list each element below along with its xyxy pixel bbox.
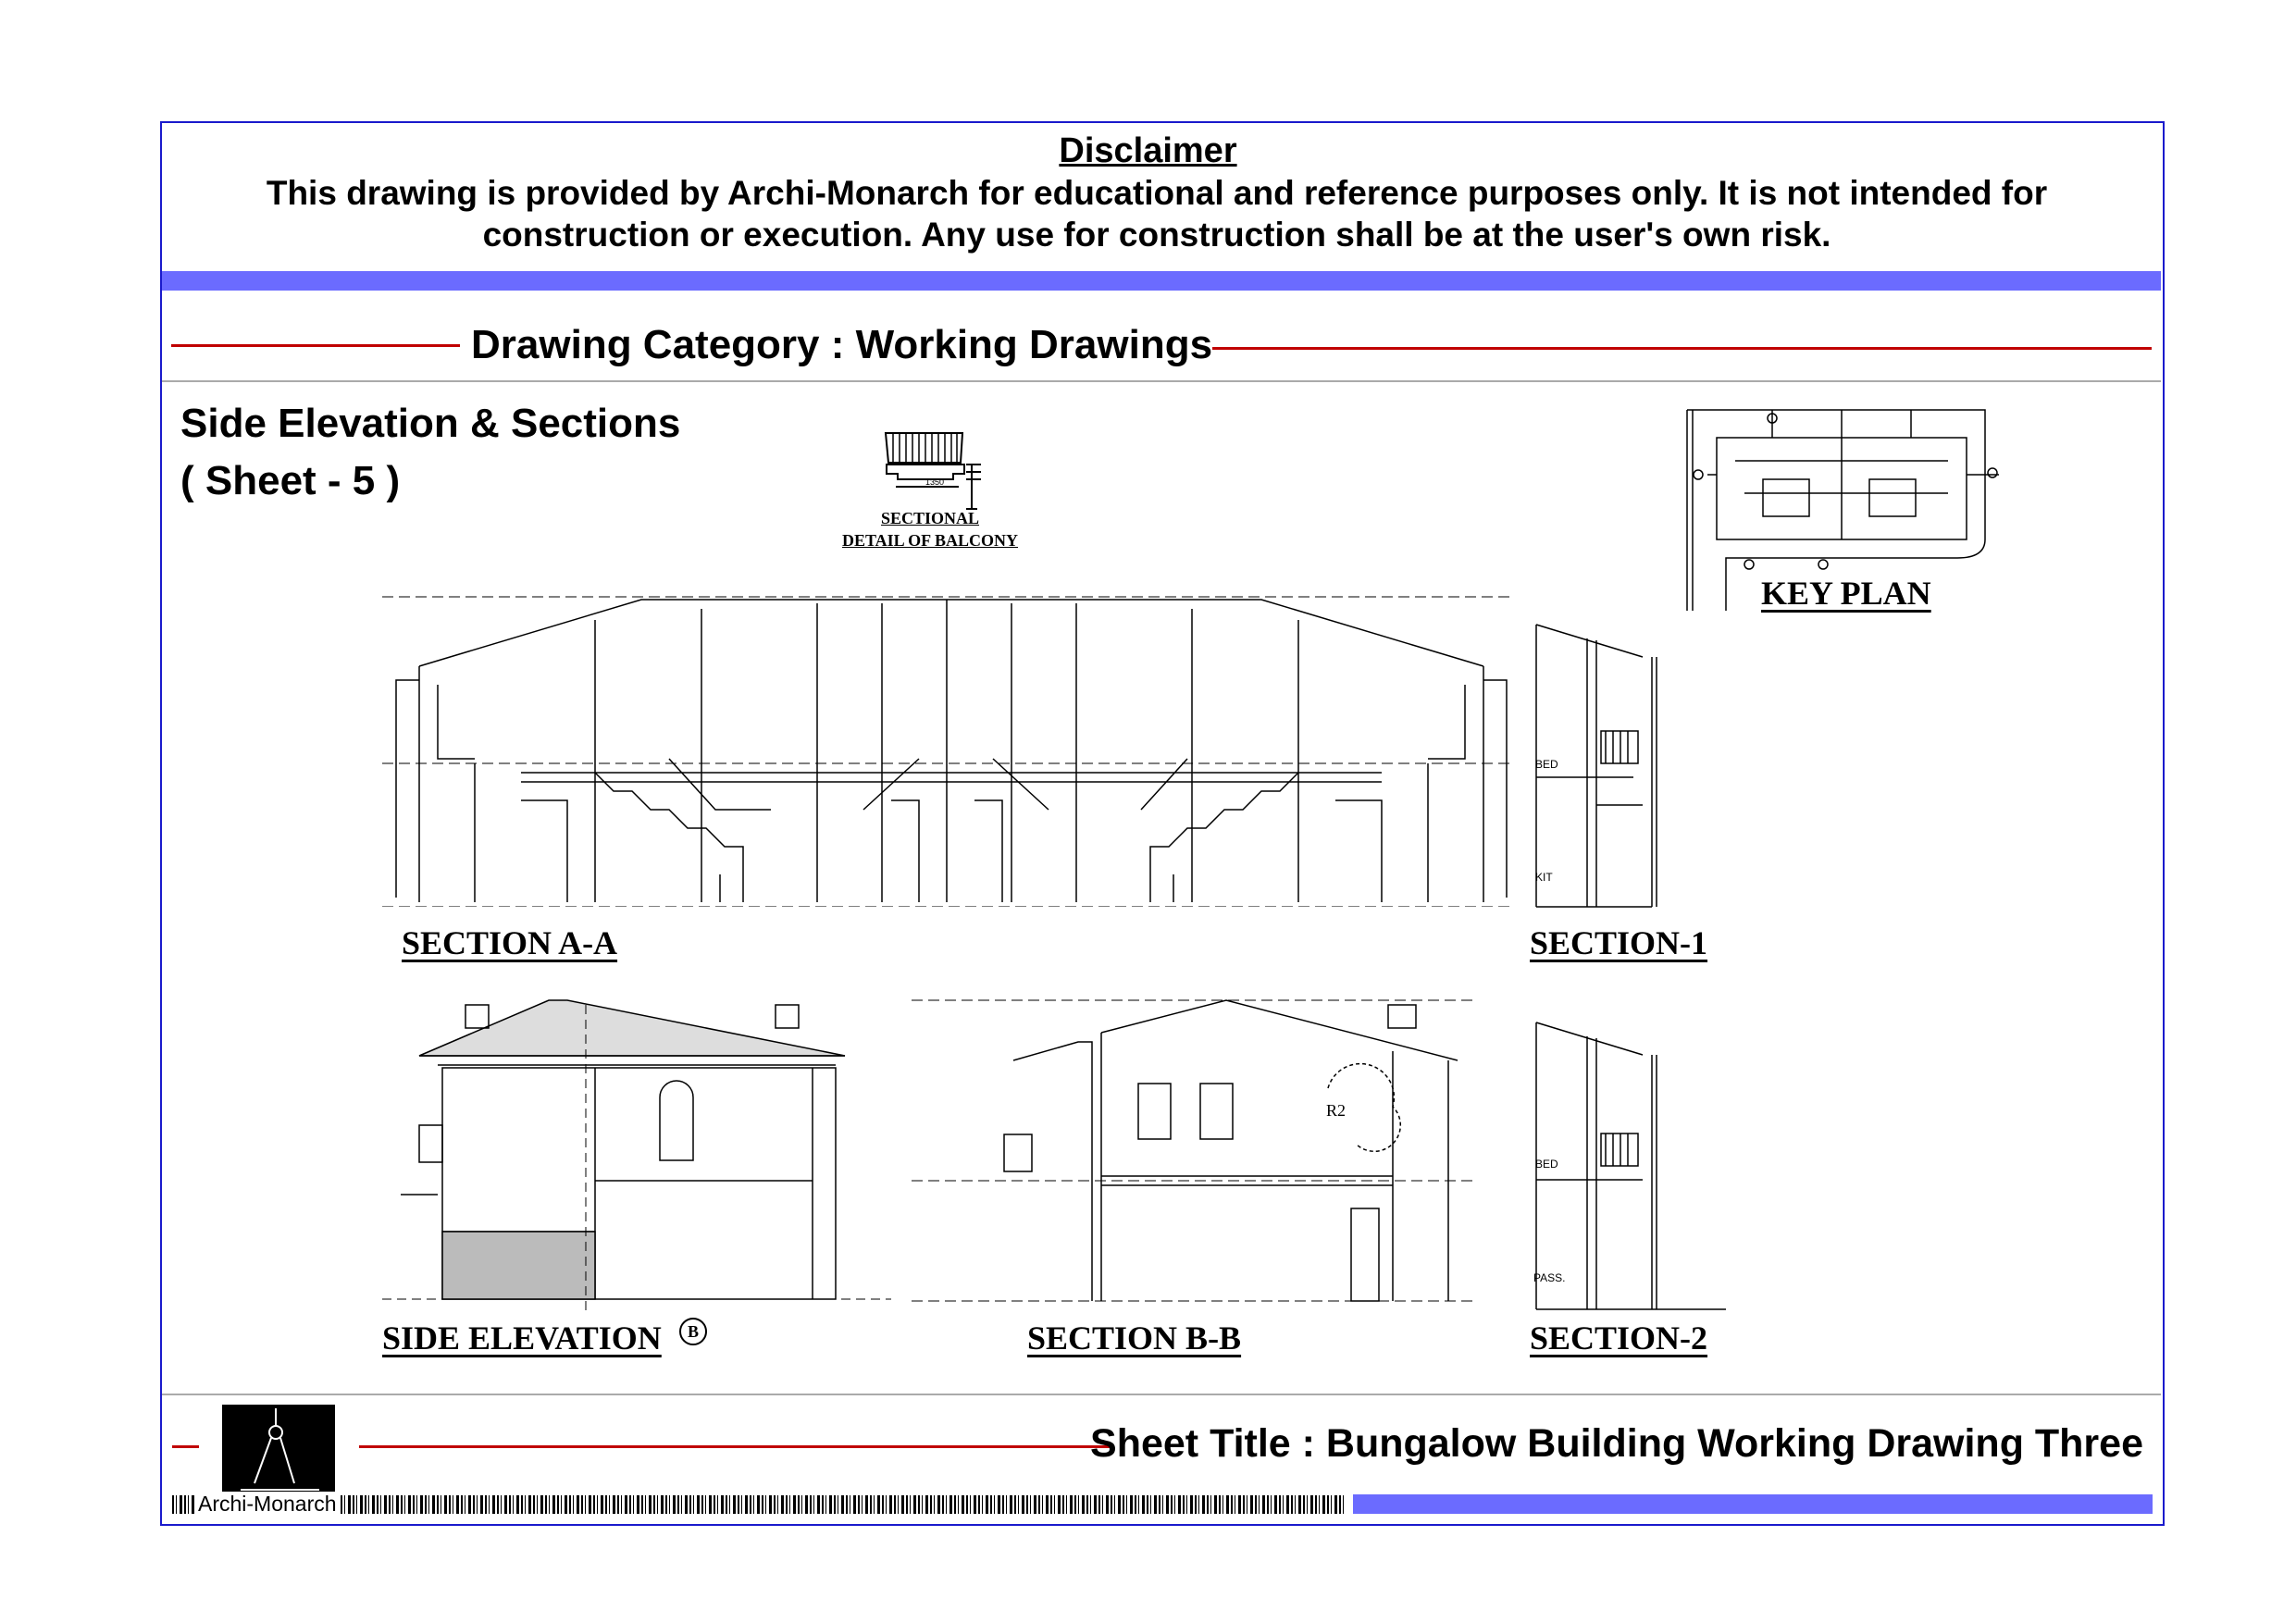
sheet-heading: Side Elevation & Sections [180,401,681,446]
elevation-marker: B [679,1318,707,1345]
brand-name: Archi-Monarch [194,1492,341,1517]
sheet-number: ( Sheet - 5 ) [180,458,401,503]
section-2-pass-label: PASS. [1533,1271,1565,1284]
disclaimer-accent-bar [162,271,2161,291]
r2-marker: R2 [1326,1101,1346,1120]
barcode-strip [172,1495,1346,1514]
section-1-drawing: BED KIT [1535,620,1680,909]
side-elevation-label: SIDE ELEVATION [382,1319,662,1357]
balcony-caption-line-1: SECTIONAL [880,509,980,527]
balcony-caption: SECTIONAL DETAIL OF BALCONY [833,507,1027,551]
sheet-frame [160,121,2165,1526]
category-rule-right [1212,347,2152,350]
section-bb-label: SECTION B-B [1027,1319,1242,1357]
disclaimer-line-1: This drawing is provided by Archi-Monarc… [266,174,2048,212]
drawing-category: Drawing Category : Working Drawings [471,322,1213,367]
key-plan-label: KEY PLAN [1761,575,1931,612]
section-2-bed-label: BED [1535,1158,1558,1171]
footer-divider [162,1394,2161,1395]
key-plan-drawing [1680,405,2004,613]
section-1-label: SECTION-1 [1530,924,1708,961]
balcony-caption-line-2: DETAIL OF BALCONY [841,531,1019,550]
balcony-detail-drawing: 1350 [870,426,1036,518]
archi-monarch-logo [222,1405,335,1493]
balcony-dimension: 1350 [925,477,944,487]
section-2-drawing: BED PASS. [1533,1018,1731,1312]
footer-rule-left [172,1445,199,1448]
disclaimer-line-2: construction or execution. Any use for c… [482,216,1831,254]
disclaimer-title: Disclaimer [0,131,2296,171]
section-1-bed-label: BED [1535,758,1558,771]
disclaimer-text: This drawing is provided by Archi-Monarc… [185,172,2128,255]
section-aa-label: SECTION A-A [402,924,618,961]
section-aa-drawing [382,592,1513,907]
divider [162,380,2161,382]
disclaimer-title-text: Disclaimer [1059,131,1237,170]
section-bb-drawing: R2 [912,996,1485,1310]
compass-icon [222,1405,335,1493]
section-1-kit-label: KIT [1535,871,1553,884]
footer-accent-bar [1353,1494,2153,1514]
category-rule-left [171,344,460,347]
footer-rule-mid [359,1445,1114,1448]
section-2-label: SECTION-2 [1530,1319,1708,1357]
sheet-title: Sheet Title : Bungalow Building Working … [1090,1421,2143,1466]
side-elevation-drawing [382,996,891,1310]
